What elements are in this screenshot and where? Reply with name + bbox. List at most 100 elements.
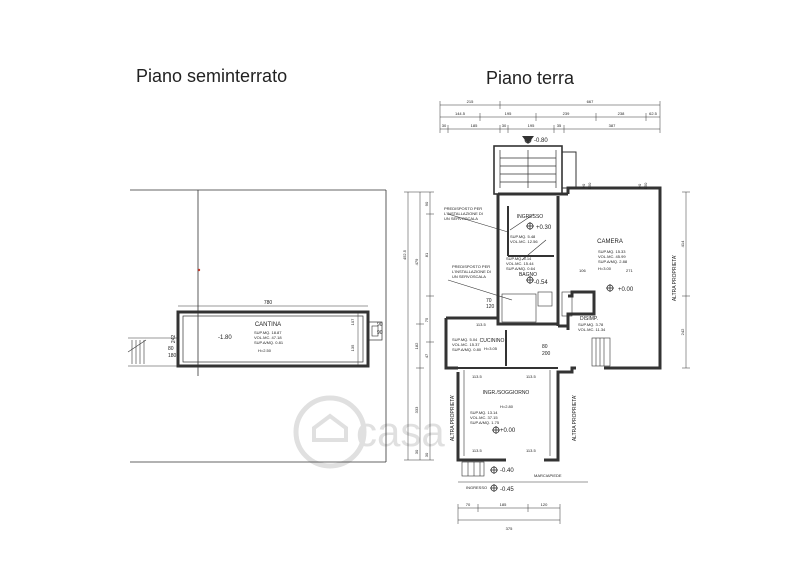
gdim-r3-2: 30	[502, 123, 507, 128]
door-c-1: 150	[587, 182, 592, 189]
cucinino-height: H=3.05	[484, 346, 498, 351]
disimp-stat-1: VOL.MC. 11.34	[578, 327, 606, 332]
cantina-inner	[182, 315, 364, 363]
watermark-house-icon	[312, 413, 348, 442]
basement-red-mark	[197, 268, 201, 272]
bagno-label: BAGNO	[519, 272, 537, 278]
ground-plan	[404, 101, 690, 524]
servoscala-note-2-line-1: L'INSTALLAZIONE DI	[452, 269, 491, 274]
side-label-left: ALTRA PROPRIETA'	[450, 395, 456, 441]
sogg-dim-top-a: 113.5	[472, 374, 482, 379]
sidewalk-label: MARCIAPIEDE	[534, 473, 562, 478]
gdim-r2-4: 62.5	[649, 111, 658, 116]
soggiorno-stat-2: SUP.A/MQ. 1.75	[470, 420, 500, 425]
elevation-markers	[490, 136, 614, 492]
camera-height: H=3.00	[598, 266, 612, 271]
bagno-stat-1: VOL.MC. 15.44	[506, 261, 534, 266]
ground-labels: 215 667 144.5 195 239 238 62.5 30 185 30…	[402, 99, 685, 531]
gdim-r3-5: 387	[609, 123, 616, 128]
basement-opening-left-1: 180	[168, 353, 177, 359]
basement-stairs	[127, 337, 178, 367]
entrance-elevation-a: -0.40	[500, 468, 514, 474]
cucinino-dim-top: 113.5	[476, 322, 486, 327]
door-d-0: 90	[637, 183, 642, 188]
bagno-stat-2: SUP.A/MQ. 0.64	[506, 266, 536, 271]
door-b-1: 200	[542, 351, 551, 357]
soggiorno-stat-1: VOL.MC. 37.15	[470, 415, 498, 420]
gdim-r2-1: 195	[505, 111, 512, 116]
soggiorno-elevation: +0.00	[500, 428, 516, 434]
servoscala-note-2-line-0: PREDISPOSTO PER	[452, 264, 490, 269]
gdim-inner-3: 47	[424, 353, 429, 358]
cantina-elevation: -1.80	[218, 335, 232, 341]
disimp-label: DISIMP.	[580, 316, 598, 322]
camera-stat-1: VOL.MC. 45.99	[598, 254, 626, 259]
entrance-label: INGRESSO	[466, 485, 487, 490]
gdim-r3-1: 185	[471, 123, 478, 128]
ground-walls	[444, 186, 662, 462]
camera-dim-106: 106	[579, 268, 586, 273]
ground-floor-title: Piano terra	[486, 68, 575, 88]
exterior-stairs	[493, 136, 577, 195]
servoscala-note-2-line-2: UN SERVOSCALA	[452, 274, 486, 279]
camera-dim-271: 271	[626, 268, 633, 273]
gdim-b1-0: 70	[466, 502, 471, 507]
ingresso-stat-1: VOL.MC. 12.56	[510, 239, 538, 244]
gdim-inner-0: 90	[424, 201, 429, 206]
cantina-stat-2: SUP.A/MQ. 0.81	[254, 340, 284, 345]
sogg-dim-top-b: 113.5	[526, 374, 536, 379]
cucinino-label: CUCININO	[480, 338, 505, 344]
wheelchair-lift-box	[537, 291, 553, 307]
cantina-label: CANTINA	[255, 322, 281, 328]
camera-stat-2: SUP.A/MQ. 2.88	[598, 259, 628, 264]
gdim-r3-4: 35	[557, 123, 562, 128]
gdim-left-0: 452.5	[402, 249, 407, 260]
basement-opening-left-0: 80	[168, 346, 174, 352]
sogg-dim-bottom-b: 113.5	[526, 448, 536, 453]
door-a-0: 70	[486, 298, 492, 304]
gdim-left-2: 182	[414, 342, 419, 349]
gdim-r2-2: 239	[563, 111, 570, 116]
gdim-left-3: 333	[414, 406, 419, 413]
ingresso-stat-0: SUP.MQ. 5.48	[510, 234, 536, 239]
basement-plan	[127, 189, 387, 463]
camera-elevation: +0.00	[618, 287, 634, 293]
gdim-r3-0: 30	[442, 123, 447, 128]
basement-dim-right-b: 135	[350, 344, 355, 351]
stairs-arrow-icon	[522, 136, 534, 144]
door-a-1: 120	[486, 304, 495, 310]
soggiorno-label: INGR./SOGGIORNO	[483, 390, 530, 396]
cucinino-stat-0: SUP.MQ. 5.04	[452, 337, 478, 342]
basement-dim-right-a: 107	[350, 318, 355, 325]
side-label-right-lower: ALTRA PROPRIETA'	[572, 395, 578, 441]
watermark-logo-circle	[293, 395, 367, 469]
camera-stairs	[591, 337, 611, 367]
basement-opening-right-0: 90	[377, 322, 383, 328]
servoscala-note-1-line-0: PREDISPOSTO PER	[444, 206, 482, 211]
gdim-r2-3: 238	[618, 111, 625, 116]
gdim-left-4: 30	[414, 449, 419, 454]
gdim-b1-1: 185	[500, 502, 507, 507]
basement-dim-left: 242	[171, 335, 177, 344]
basement-dim-top: 780	[264, 300, 273, 306]
side-label-right-upper: ALTRA PROPRIETA'	[672, 255, 678, 301]
gdim-r1-1: 667	[587, 99, 594, 104]
camera-stat-0: SUP.MQ. 15.33	[598, 249, 626, 254]
servoscala-note-1-line-2: UN SERVOSCALA	[444, 216, 478, 221]
cantina-stat-1: VOL.MC. 47.18	[254, 335, 282, 340]
basement-opening-right-1: 90	[377, 330, 383, 336]
gdim-r3-3: 195	[528, 123, 535, 128]
bagno-elevation: -0.54	[534, 280, 548, 286]
gdim-right-1: 242	[680, 328, 685, 335]
cucinino-stat-2: SUP.A/MQ. 0.80	[452, 347, 482, 352]
disimp-stat-0: SUP.MQ. 3.78	[578, 322, 604, 327]
bagno-stat-0: SUP.MQ. 5.14	[506, 256, 532, 261]
basement-labels: 780 242 107 135 CANTINA -1.80 SUP.MQ. 18…	[168, 300, 383, 359]
gdim-right-0: 414	[680, 240, 685, 247]
gdim-inner-4: 30	[424, 452, 429, 457]
watermark-text: casa	[356, 408, 445, 455]
door-b-0: 80	[542, 344, 548, 350]
cantina-stat-0: SUP.MQ. 18.87	[254, 330, 282, 335]
cucinino-stat-1: VOL.MC. 15.37	[452, 342, 480, 347]
door-d-1: 150	[643, 182, 648, 189]
